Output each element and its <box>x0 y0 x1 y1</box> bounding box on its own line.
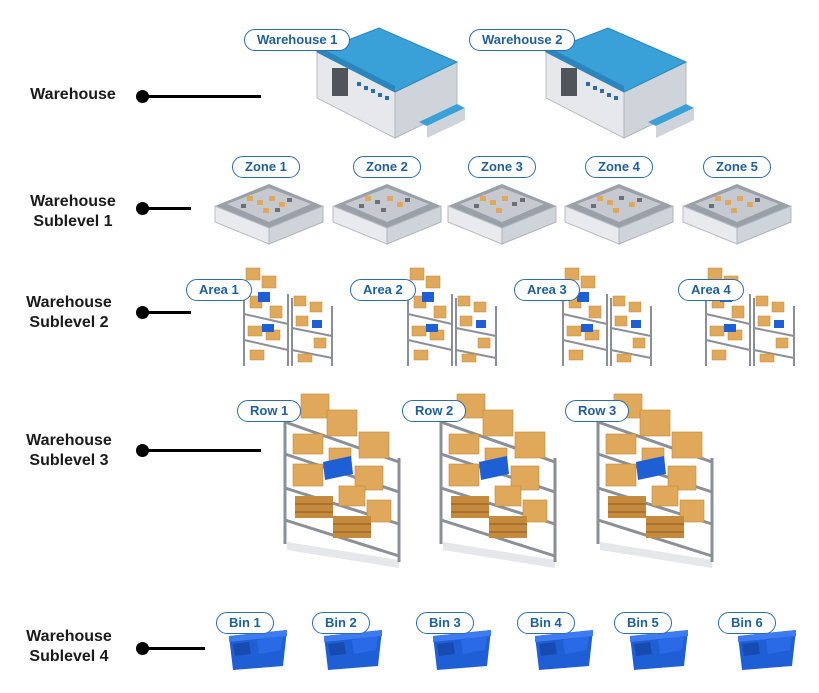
level-connector-sublevel-3 <box>136 444 261 457</box>
level-label-sublevel-1: Warehouse Sublevel 1 <box>18 192 128 232</box>
warehouse-2-label: Warehouse 2 <box>469 29 576 51</box>
area-2-label: Area 2 <box>350 279 416 301</box>
level-connector-sublevel-2 <box>136 306 191 319</box>
area-4-label: Area 4 <box>678 279 744 301</box>
area-1-label: Area 1 <box>186 279 252 301</box>
level-connector-sublevel-4 <box>136 642 205 655</box>
level-label-line1: Warehouse <box>30 193 116 210</box>
bin-2-illustration <box>324 630 382 670</box>
bin-1-label: Bin 1 <box>216 612 274 634</box>
level-connector-warehouse <box>136 90 261 103</box>
level-label-sublevel-3: Warehouse Sublevel 3 <box>14 431 124 471</box>
bin-4-illustration <box>535 630 593 670</box>
row-2-illustration <box>439 393 557 568</box>
level-label-line1: Warehouse <box>26 432 112 449</box>
warehouse-2-illustration <box>544 27 694 139</box>
level-label-line1: Warehouse <box>26 294 112 311</box>
bin-2-label: Bin 2 <box>312 612 370 634</box>
warehouse-1-label: Warehouse 1 <box>244 29 351 51</box>
row-3-label: Row 3 <box>565 400 630 422</box>
area-3-label: Area 3 <box>514 279 580 301</box>
bin-4-label: Bin 4 <box>517 612 575 634</box>
row-1-label: Row 1 <box>237 400 302 422</box>
level-label-line2: Sublevel 4 <box>29 648 109 665</box>
level-label-line1: Warehouse <box>26 628 112 645</box>
area-3-illustration <box>562 267 652 366</box>
zone-2-illustration <box>332 184 442 245</box>
bin-3-label: Bin 3 <box>416 612 474 634</box>
bin-1-illustration <box>229 630 287 670</box>
zone-4-label: Zone 4 <box>585 156 653 178</box>
bin-5-label: Bin 5 <box>614 612 672 634</box>
zone-3-label: Zone 3 <box>468 156 536 178</box>
level-label-line2: Sublevel 1 <box>33 213 113 230</box>
area-1-illustration <box>243 267 333 366</box>
warehouse-1-illustration <box>315 27 465 139</box>
zone-1-illustration <box>214 184 324 245</box>
row-1-illustration <box>283 393 401 568</box>
level-label-line2: Sublevel 3 <box>29 452 109 469</box>
area-2-illustration <box>407 267 497 366</box>
level-label-line2: Sublevel 2 <box>29 314 109 331</box>
level-label-sublevel-4: Warehouse Sublevel 4 <box>14 627 124 667</box>
level-label-sublevel-2: Warehouse Sublevel 2 <box>14 293 124 333</box>
level-connector-sublevel-1 <box>136 202 191 215</box>
bin-6-label: Bin 6 <box>718 612 776 634</box>
zone-5-illustration <box>682 184 792 245</box>
zone-4-illustration <box>564 184 674 245</box>
bin-3-illustration <box>433 630 491 670</box>
row-2-label: Row 2 <box>402 400 467 422</box>
zone-2-label: Zone 2 <box>353 156 421 178</box>
level-label-line1: Warehouse <box>30 86 116 103</box>
zone-3-illustration <box>447 184 557 245</box>
zone-5-label: Zone 5 <box>703 156 771 178</box>
bin-5-illustration <box>630 630 688 670</box>
bin-6-illustration <box>738 630 796 670</box>
zone-1-label: Zone 1 <box>232 156 300 178</box>
level-label-warehouse: Warehouse <box>18 85 128 105</box>
